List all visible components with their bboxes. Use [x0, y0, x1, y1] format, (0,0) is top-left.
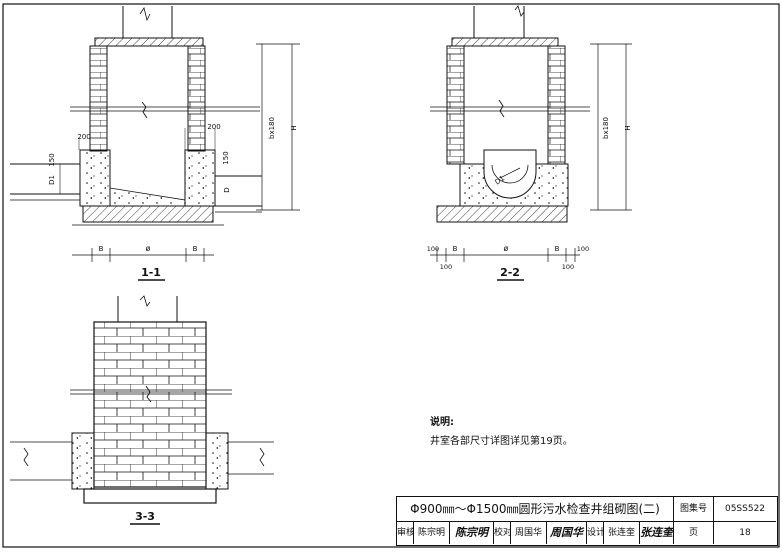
dim-bx180-1: bx180 — [268, 117, 276, 139]
dim-200-left: 200 — [77, 133, 90, 141]
notes-line-1: 井室各部尺寸详图详见第19页。 — [430, 436, 573, 447]
section-1-1 — [10, 6, 300, 281]
dim-bx180-2: bx180 — [602, 117, 610, 139]
section-3-3-label: 3-3 — [135, 510, 155, 523]
dim-phi-2: ø — [504, 244, 509, 253]
review-signature: 陈宗明 — [450, 522, 494, 544]
dim-b-right-2: B — [555, 245, 560, 253]
dim-b-right: B — [193, 245, 198, 253]
dim-h-2: H — [624, 125, 632, 130]
section-1-1-label: 1-1 — [141, 266, 161, 279]
dim-d1: D1 — [48, 175, 56, 185]
design-signature: 张连奎 — [640, 522, 674, 544]
atlas-number: 05SS522 — [714, 497, 776, 522]
drawing-title: Φ900㎜～Φ1500㎜圆形污水检查井组砌图(二) — [397, 497, 674, 522]
page-label: 页 — [674, 522, 714, 544]
review-label: 审核 — [397, 522, 414, 544]
notes-heading: 说明: — [430, 417, 454, 428]
check-name: 周国华 — [511, 522, 547, 544]
dim-150-right: 150 — [222, 151, 230, 164]
dim-150-left: 150 — [48, 153, 56, 166]
dim-100-rr: 100 — [577, 245, 589, 253]
review-name: 陈宗明 — [414, 522, 450, 544]
title-block: Φ900㎜～Φ1500㎜圆形污水检查井组砌图(二) 图集号 05SS522 审核… — [396, 496, 778, 546]
section-2-2-label: 2-2 — [500, 266, 520, 279]
dim-200-right: 200 — [207, 123, 220, 131]
dim-h-1: H — [290, 125, 298, 130]
section-2-2 — [430, 5, 632, 281]
dim-phi: ø — [146, 244, 151, 253]
dim-100-ll: 100 — [427, 245, 439, 253]
atlas-label: 图集号 — [674, 497, 714, 522]
dim-b-left: B — [99, 245, 104, 253]
design-name: 张连奎 — [604, 522, 640, 544]
design-label: 设计 — [587, 522, 604, 544]
sheet-border — [2, 3, 780, 548]
section-3-3 — [10, 295, 274, 525]
check-label: 校对 — [494, 522, 511, 544]
dim-d: D — [223, 187, 231, 192]
dim-b-left-2: B — [453, 245, 458, 253]
dim-100-lb: 100 — [440, 263, 452, 271]
check-signature: 周国华 — [547, 522, 587, 544]
dim-100-rb: 100 — [562, 263, 574, 271]
page-number: 18 — [739, 528, 751, 538]
